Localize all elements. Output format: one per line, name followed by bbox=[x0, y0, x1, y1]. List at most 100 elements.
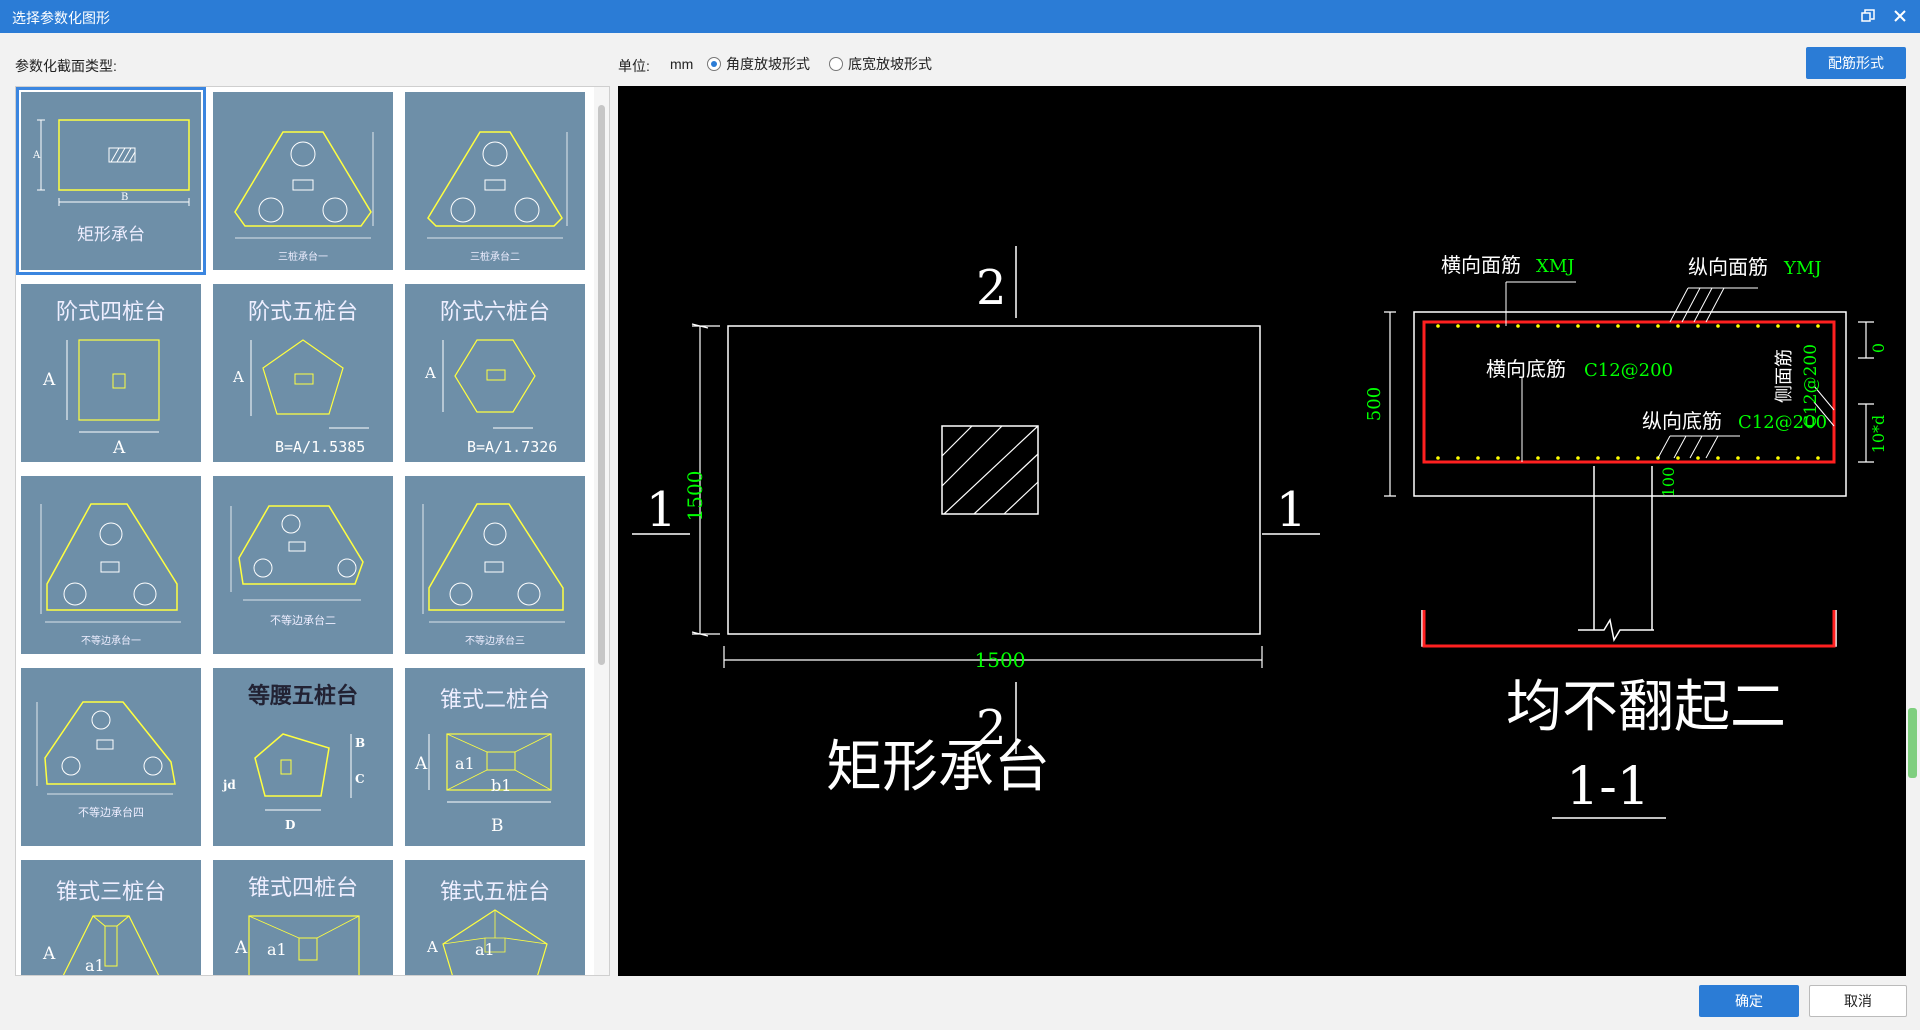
tile-step6[interactable]: 阶式六桩台 A B=A/1.7326 bbox=[405, 284, 585, 462]
label-h-bot-code: C12@200 bbox=[1584, 360, 1673, 381]
section-mark-bottom: 2 bbox=[976, 700, 1007, 756]
tile-name: 锥式四桩台 bbox=[247, 876, 358, 901]
section-outline bbox=[1413, 311, 1847, 497]
plan-outline bbox=[727, 325, 1261, 635]
dim-label: A bbox=[415, 754, 428, 774]
tri-pile-icon bbox=[427, 131, 568, 239]
close-button[interactable] bbox=[1886, 3, 1914, 29]
tile-name: 锥式二桩台 bbox=[439, 688, 550, 713]
tile-uneq1[interactable]: 不等边承台一 bbox=[21, 476, 201, 654]
section-name: 1-1 bbox=[1566, 757, 1650, 817]
plan-title: 矩形承台 bbox=[826, 735, 1050, 800]
restore-button[interactable] bbox=[1854, 3, 1882, 29]
section-mark-right: 1 bbox=[1276, 482, 1307, 538]
radio-dot-angle bbox=[707, 57, 721, 71]
dim-10d: 10*d bbox=[1869, 415, 1888, 454]
dim-label: A bbox=[43, 370, 56, 390]
section-type-label: 参数化截面类型: bbox=[15, 58, 117, 74]
dim-zero: 0 bbox=[1869, 343, 1888, 353]
step5-icon bbox=[250, 339, 369, 429]
dim-label: A bbox=[233, 368, 244, 386]
dim-label: B bbox=[491, 816, 504, 836]
tile-cone4[interactable]: 锥式四桩台 A a1 bbox=[213, 860, 393, 975]
dim-label: B=A/1.5385 bbox=[275, 438, 366, 456]
shape-list-scrollbar[interactable] bbox=[594, 87, 609, 975]
tile-rect[interactable]: A B 矩形承台 bbox=[16, 87, 206, 275]
tile-cone5[interactable]: 锥式五桩台 A a1 bbox=[405, 860, 585, 975]
dim-label: a1 bbox=[267, 940, 287, 959]
svg-text:B: B bbox=[121, 192, 128, 203]
side-resize-handle[interactable] bbox=[1908, 708, 1917, 778]
tile-iso5[interactable]: 等腰五桩台 B C D jd bbox=[213, 668, 393, 846]
tile-name: 阶式五桩台 bbox=[247, 300, 358, 325]
unit-value: mm bbox=[670, 56, 694, 72]
radio-width-label: 底宽放坡形式 bbox=[848, 56, 932, 72]
dim-label: a1 bbox=[455, 754, 475, 773]
tile-cone3[interactable]: 锥式三桩台 A a1 bbox=[21, 860, 201, 975]
tile-tri2[interactable]: 三桩承台二 bbox=[405, 92, 585, 270]
dim-label: B=A/1.7326 bbox=[467, 438, 558, 456]
restore-icon bbox=[1861, 9, 1875, 22]
cone3-icon bbox=[62, 915, 160, 975]
tile-name: 矩形承台 bbox=[77, 225, 145, 245]
uneq-pile-icon bbox=[230, 505, 364, 601]
svg-text:A: A bbox=[32, 150, 41, 161]
label-v-top: 纵向面筋 bbox=[1688, 255, 1768, 279]
dim-thickness: 500 bbox=[1364, 387, 1385, 421]
scrollbar-thumb[interactable] bbox=[598, 105, 605, 665]
dim-label: jd bbox=[223, 778, 236, 792]
rect-shape-icon: A B bbox=[32, 119, 190, 206]
section-mark-top: 2 bbox=[976, 260, 1007, 316]
shape-list-panel[interactable]: A B 矩形承台 三桩承台一 三桩承台二 bbox=[15, 86, 610, 976]
cancel-button[interactable]: 取消 bbox=[1809, 985, 1907, 1017]
dim-label: b1 bbox=[491, 776, 512, 795]
cone2-icon bbox=[428, 733, 552, 803]
step6-icon bbox=[442, 339, 536, 429]
uneq-pile-icon bbox=[40, 503, 181, 623]
tile-uneq3[interactable]: 不等边承台三 bbox=[405, 476, 585, 654]
dim-label: C bbox=[355, 772, 365, 786]
dim-label: B bbox=[355, 736, 366, 750]
rebar-cage bbox=[1422, 320, 1836, 464]
tile-uneq4[interactable]: 不等边承台四 bbox=[21, 668, 201, 846]
tile-name: 阶式四桩台 bbox=[55, 300, 166, 325]
label-v-top-code: YMJ bbox=[1783, 258, 1822, 279]
tri-pile-icon bbox=[234, 131, 374, 239]
dim-label: A bbox=[427, 938, 438, 956]
rebar-dots-top bbox=[1436, 324, 1820, 328]
radio-width-slope[interactable]: 底宽放坡形式 bbox=[829, 55, 932, 73]
uneq-pile-icon bbox=[36, 701, 176, 795]
section-mark-left: 1 bbox=[646, 482, 677, 538]
cone5-icon bbox=[442, 909, 548, 975]
tile-uneq2[interactable]: 不等边承台二 bbox=[213, 476, 393, 654]
dim-100: 100 bbox=[1659, 467, 1678, 498]
rebar-form-button[interactable]: 配筋形式 bbox=[1806, 47, 1906, 79]
label-h-bot: 横向底筋 bbox=[1486, 357, 1566, 381]
tile-step4[interactable]: 阶式四桩台 A A bbox=[21, 284, 201, 462]
tile-step5[interactable]: 阶式五桩台 A B=A/1.5385 bbox=[213, 284, 393, 462]
ok-button[interactable]: 确定 bbox=[1699, 985, 1799, 1017]
dim-label: A bbox=[425, 364, 436, 382]
tile-name: 不等边承台四 bbox=[78, 806, 144, 819]
close-icon bbox=[1894, 10, 1906, 22]
iso5-icon bbox=[254, 733, 352, 811]
tile-cone2[interactable]: 锥式二桩台 A a1 b1 B bbox=[405, 668, 585, 846]
radio-angle-slope[interactable]: 角度放坡形式 bbox=[707, 55, 810, 73]
label-h-top-code: XMJ bbox=[1536, 256, 1574, 277]
tile-name: 锥式三桩台 bbox=[55, 880, 166, 905]
section-title: 均不翻起二 bbox=[1506, 675, 1786, 740]
plan-dim-width: 1500 bbox=[975, 648, 1026, 672]
tile-tri1[interactable]: 三桩承台一 bbox=[213, 92, 393, 270]
tile-name: 三桩承台二 bbox=[470, 252, 520, 263]
plan-dim-height: 1500 bbox=[683, 471, 707, 522]
tile-name: 不等边承台二 bbox=[270, 614, 336, 627]
window-title: 选择参数化图形 bbox=[12, 10, 110, 26]
rebar-dots-bottom bbox=[1436, 456, 1820, 460]
radio-angle-label: 角度放坡形式 bbox=[726, 56, 810, 72]
dim-label: a1 bbox=[475, 940, 495, 959]
dim-label: D bbox=[285, 818, 296, 832]
step4-icon bbox=[66, 339, 160, 433]
dim-label: A bbox=[113, 438, 126, 458]
dim-label: a1 bbox=[85, 956, 105, 975]
tile-name: 三桩承台一 bbox=[278, 252, 328, 263]
